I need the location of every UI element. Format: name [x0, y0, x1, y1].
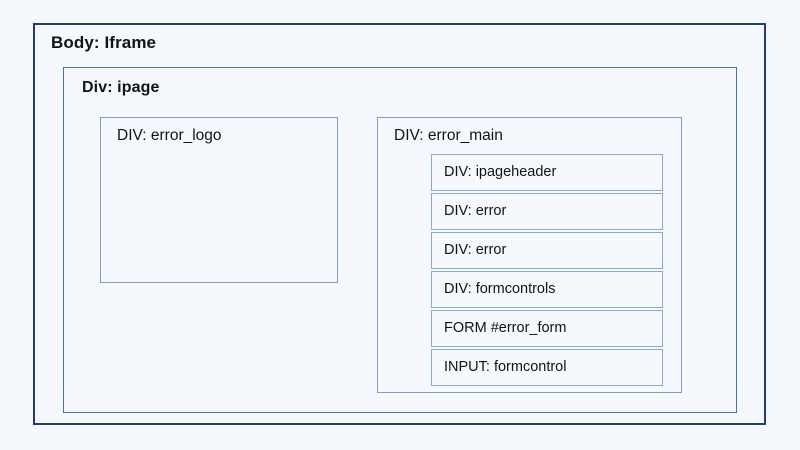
body-iframe-label: Body: Iframe — [51, 33, 157, 52]
row-ipageheader-label: DIV: ipageheader — [444, 164, 557, 181]
row-error-2: DIV: error — [431, 232, 663, 269]
row-error-2-label: DIV: error — [444, 242, 507, 259]
row-error-form-label: FORM #error_form — [444, 320, 567, 337]
div-error-logo-container: DIV: error_logo — [100, 117, 338, 283]
div-ipage-label: Div: ipage — [82, 79, 160, 96]
body-iframe-container: Body: Iframe — [33, 23, 766, 425]
row-error-1-label: DIV: error — [444, 203, 507, 220]
error-main-row-list: DIV: ipageheader DIV: error DIV: error D… — [431, 154, 663, 386]
row-formcontrols-label: DIV: formcontrols — [444, 281, 556, 298]
row-formcontrols: DIV: formcontrols — [431, 271, 663, 308]
row-error-1: DIV: error — [431, 193, 663, 230]
row-error-form: FORM #error_form — [431, 310, 663, 347]
div-error-logo-label: DIV: error_logo — [117, 127, 222, 144]
div-error-main-label: DIV: error_main — [394, 127, 503, 144]
row-ipageheader: DIV: ipageheader — [431, 154, 663, 191]
div-error-main-container: DIV: error_main DIV: ipageheader DIV: er… — [377, 117, 682, 393]
row-input-formcontrol: INPUT: formcontrol — [431, 349, 663, 386]
div-ipage-container: Div: ipage — [63, 67, 737, 413]
row-input-formcontrol-label: INPUT: formcontrol — [444, 359, 567, 376]
